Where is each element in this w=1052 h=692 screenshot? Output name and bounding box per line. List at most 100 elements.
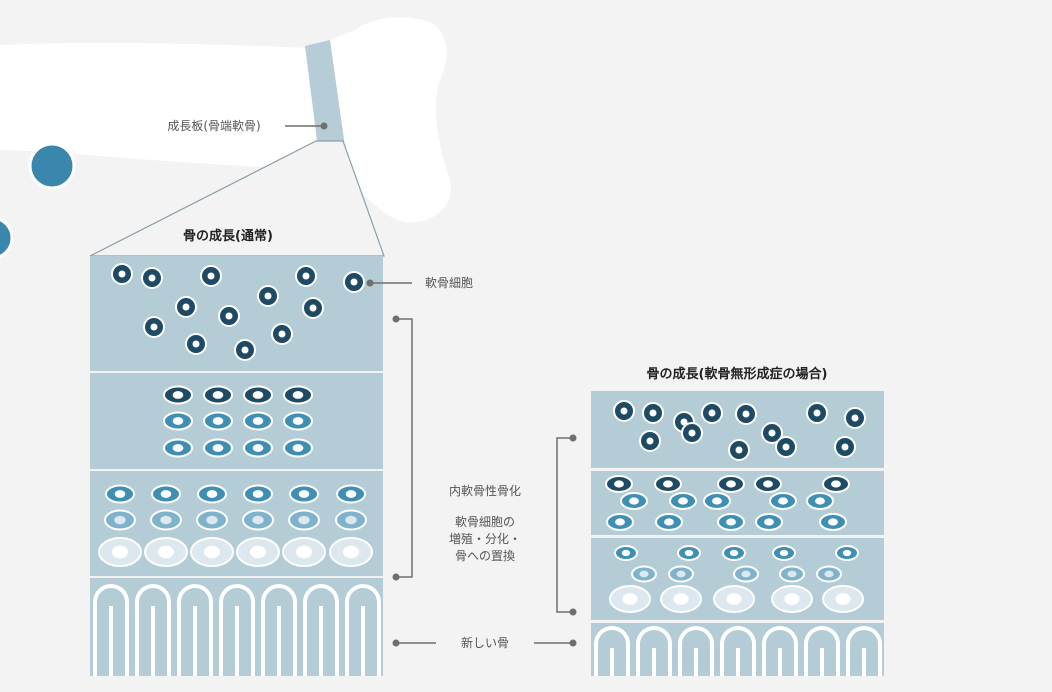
cell-nucleus	[764, 518, 774, 526]
achondroplasia-title: 骨の成長(軟骨無形成症の場合)	[647, 366, 828, 382]
cell-nucleus	[350, 278, 358, 286]
cell-nucleus	[206, 515, 218, 525]
cell-nucleus	[678, 497, 688, 505]
cell-nucleus	[114, 490, 126, 498]
new-bone-label: 新しい骨	[461, 635, 509, 650]
cell-nucleus	[250, 545, 266, 559]
cell-nucleus	[712, 497, 722, 505]
bone-column	[804, 626, 840, 676]
cell-nucleus	[663, 480, 673, 488]
chondrocyte-label: 軟骨細胞	[425, 275, 473, 290]
cell-nucleus	[729, 549, 739, 557]
bone-column	[219, 584, 255, 676]
cell-nucleus	[768, 429, 776, 437]
cell-nucleus	[252, 515, 264, 525]
cell-nucleus	[726, 518, 736, 526]
achondroplasia-new-bone-columns	[594, 626, 882, 676]
cell-nucleus	[345, 515, 357, 525]
cell-nucleus	[742, 410, 750, 418]
bone-column	[594, 626, 630, 676]
cell-nucleus	[292, 444, 304, 452]
growth-plate-band	[305, 40, 348, 172]
cell-nucleus	[688, 429, 696, 437]
process-line-1: 軟骨細胞の	[455, 514, 515, 529]
cell-nucleus	[735, 446, 743, 454]
process-line-3: 骨への置換	[455, 549, 515, 563]
cell-nucleus	[172, 444, 184, 452]
cell-nucleus	[726, 593, 742, 605]
cell-nucleus	[620, 407, 628, 415]
cell-nucleus	[646, 437, 654, 445]
cell-nucleus	[160, 490, 172, 498]
cell-nucleus	[212, 391, 224, 399]
cell-nucleus	[629, 497, 639, 505]
bone-column	[93, 584, 129, 676]
cell-nucleus	[763, 480, 773, 488]
cell-nucleus	[112, 545, 128, 559]
cell-nucleus	[264, 292, 272, 300]
cell-nucleus	[622, 593, 638, 605]
cell-nucleus	[292, 391, 304, 399]
cell-nucleus	[252, 444, 264, 452]
cell-nucleus	[842, 549, 852, 557]
cell-nucleus	[841, 443, 849, 451]
cell-nucleus	[160, 515, 172, 525]
cell-nucleus	[831, 480, 841, 488]
cell-nucleus	[621, 549, 631, 557]
cell-nucleus	[158, 545, 174, 559]
chondrocyte-leader-dot	[366, 279, 374, 287]
cell-nucleus	[639, 570, 649, 578]
cell-nucleus	[148, 274, 156, 282]
cell-nucleus	[204, 545, 220, 559]
cell-nucleus	[614, 480, 624, 488]
cell-nucleus	[192, 340, 200, 348]
cell-nucleus	[684, 549, 694, 557]
cell-nucleus	[673, 593, 689, 605]
cell-nucleus	[207, 272, 215, 280]
proliferative-zone	[90, 373, 383, 469]
bone-column	[678, 626, 714, 676]
cell-nucleus	[150, 323, 158, 331]
cell-nucleus	[118, 270, 126, 278]
left-bracket-dot-bottom	[392, 573, 400, 581]
normal-growth-panel	[90, 256, 383, 676]
cell-nucleus	[815, 497, 825, 505]
endochondral-label: 内軟骨性骨化	[449, 483, 521, 498]
normal-cells	[98, 263, 373, 567]
cell-nucleus	[615, 518, 625, 526]
bone-column	[846, 626, 882, 676]
bone-column	[177, 584, 213, 676]
new-bone-leader-left-dot	[392, 639, 400, 647]
cell-nucleus	[345, 490, 357, 498]
blue-dot-1	[28, 142, 76, 190]
cell-nucleus	[708, 409, 716, 417]
cell-nucleus	[298, 490, 310, 498]
cell-nucleus	[212, 417, 224, 425]
cell-nucleus	[787, 570, 797, 578]
cell-nucleus	[212, 444, 224, 452]
cell-nucleus	[828, 518, 838, 526]
cell-nucleus	[309, 304, 317, 312]
cell-nucleus	[278, 330, 286, 338]
normal-new-bone-columns	[93, 584, 381, 676]
cell-nucleus	[296, 545, 312, 559]
cell-nucleus	[241, 346, 249, 354]
cell-nucleus	[782, 443, 790, 451]
bone-column	[261, 584, 297, 676]
bone-column	[135, 584, 171, 676]
cell-nucleus	[302, 272, 310, 280]
right-bracket-dot-bottom	[569, 608, 577, 616]
cell-nucleus	[676, 570, 686, 578]
process-line-2: 増殖・分化・	[449, 531, 521, 546]
cell-nucleus	[252, 391, 264, 399]
cell-nucleus	[835, 593, 851, 605]
new-bone-leader-right-dot	[569, 639, 577, 647]
cell-nucleus	[664, 518, 674, 526]
cell-nucleus	[741, 570, 751, 578]
right-bracket-dot-top	[569, 434, 577, 442]
blue-dot-2	[0, 218, 14, 258]
cell-nucleus	[298, 515, 310, 525]
achondroplasia-cells	[605, 400, 866, 613]
left-bracket-dot-top	[392, 315, 400, 323]
